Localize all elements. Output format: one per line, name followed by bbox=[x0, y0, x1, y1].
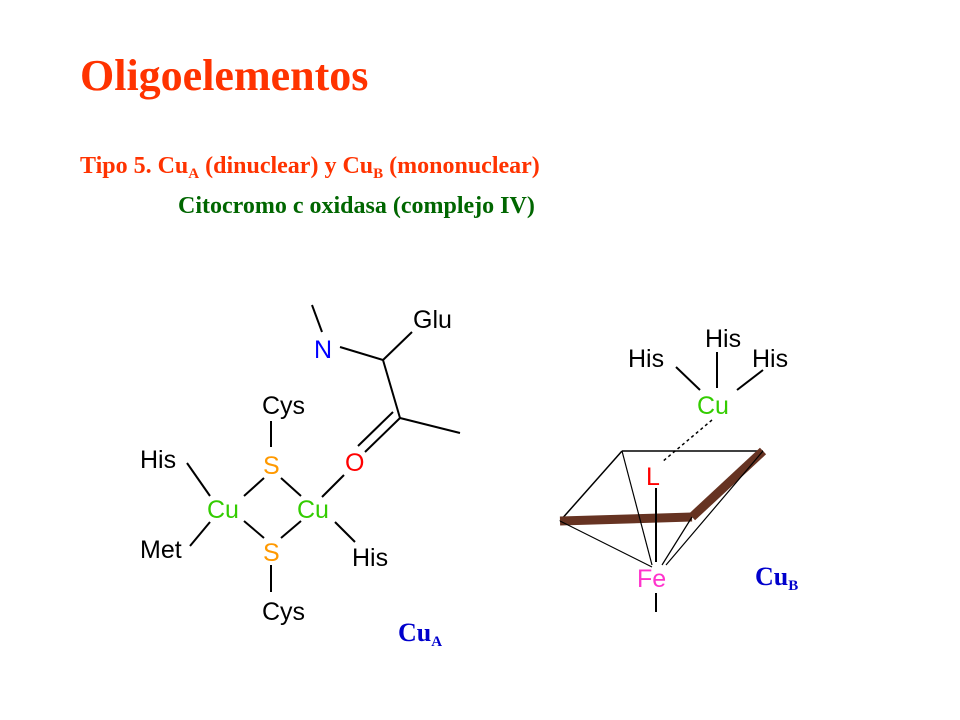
heme-plane-left-edge bbox=[559, 450, 623, 522]
subtitle-mononuclear: (mononuclear) bbox=[389, 153, 540, 179]
bond-s-cu-left-top bbox=[243, 477, 265, 497]
caption-cua-sub: A bbox=[431, 634, 443, 650]
label-cu-right: Cu bbox=[297, 496, 329, 524]
subtitle-sub-b: B bbox=[373, 166, 384, 182]
bond-n-top bbox=[311, 304, 323, 333]
bond-n-calpha bbox=[339, 346, 384, 361]
bond-his-left-cu bbox=[675, 366, 701, 391]
bond-calpha-glu bbox=[382, 331, 413, 361]
label-cys-top: Cys bbox=[262, 392, 305, 420]
heme-plane-front-edge bbox=[559, 512, 693, 526]
label-cu-left: Cu bbox=[207, 496, 239, 524]
label-s-bottom: S bbox=[263, 539, 280, 567]
subtitle-dinuclear: (dinuclear) y bbox=[205, 153, 337, 179]
bond-cu-l-dashed bbox=[661, 419, 713, 463]
label-his-top: His bbox=[705, 325, 741, 353]
label-his-left: His bbox=[628, 345, 664, 373]
bond-met-cu-left bbox=[189, 521, 211, 547]
heme-fan-line-3 bbox=[661, 516, 693, 566]
heme-fan-line-4 bbox=[665, 450, 764, 566]
label-met: Met bbox=[140, 536, 182, 564]
bond-s-cu-left-bottom bbox=[243, 520, 265, 539]
bond-s-cu-right-top bbox=[280, 477, 302, 497]
caption-cub: CuB bbox=[755, 562, 799, 594]
label-his-left: His bbox=[140, 446, 176, 474]
heme-fan-line-2 bbox=[621, 450, 653, 566]
bond-s-cu-right-bottom bbox=[280, 520, 302, 539]
bond-o-cu bbox=[321, 474, 345, 498]
heme-fan-line-1 bbox=[559, 520, 653, 568]
label-cu: Cu bbox=[697, 392, 729, 420]
caption-cub-main: Cu bbox=[755, 562, 789, 591]
bond-carbonyl-right bbox=[399, 417, 461, 434]
label-fe: Fe bbox=[637, 565, 666, 593]
subtitle-sub-a: A bbox=[188, 166, 200, 182]
bond-his-right-cu bbox=[736, 369, 764, 391]
caption-cua-main: Cu bbox=[398, 618, 432, 647]
label-glu: Glu bbox=[413, 306, 452, 334]
label-his-right: His bbox=[352, 544, 388, 572]
subtitle-cu-a: Cu bbox=[157, 153, 189, 179]
subtitle-cu-b: Cu bbox=[342, 153, 374, 179]
label-cys-bottom: Cys bbox=[262, 598, 305, 626]
label-his-right: His bbox=[752, 345, 788, 373]
bond-calpha-carbonyl bbox=[382, 359, 401, 419]
heme-plane-right-edge bbox=[688, 447, 767, 521]
label-n: N bbox=[314, 336, 332, 364]
subtitle-tipo: Tipo 5. CuA (dinuclear) y CuB (mononucle… bbox=[80, 153, 540, 182]
slide-title: Oligoelementos bbox=[80, 51, 369, 100]
subtitle-enzyme: Citocromo c oxidasa (complejo IV) bbox=[178, 193, 535, 219]
bond-cu-right-his bbox=[334, 521, 356, 543]
bond-c-o-1 bbox=[364, 417, 401, 453]
caption-cub-sub: B bbox=[788, 578, 799, 594]
label-o: O bbox=[345, 449, 364, 477]
caption-cua: CuA bbox=[398, 618, 443, 650]
subtitle-tipo-label: Tipo 5. bbox=[80, 153, 152, 179]
bond-c-o-2 bbox=[357, 411, 394, 447]
bond-his-cu-left bbox=[186, 462, 211, 497]
label-l: L bbox=[646, 463, 660, 491]
label-s-top: S bbox=[263, 452, 280, 480]
